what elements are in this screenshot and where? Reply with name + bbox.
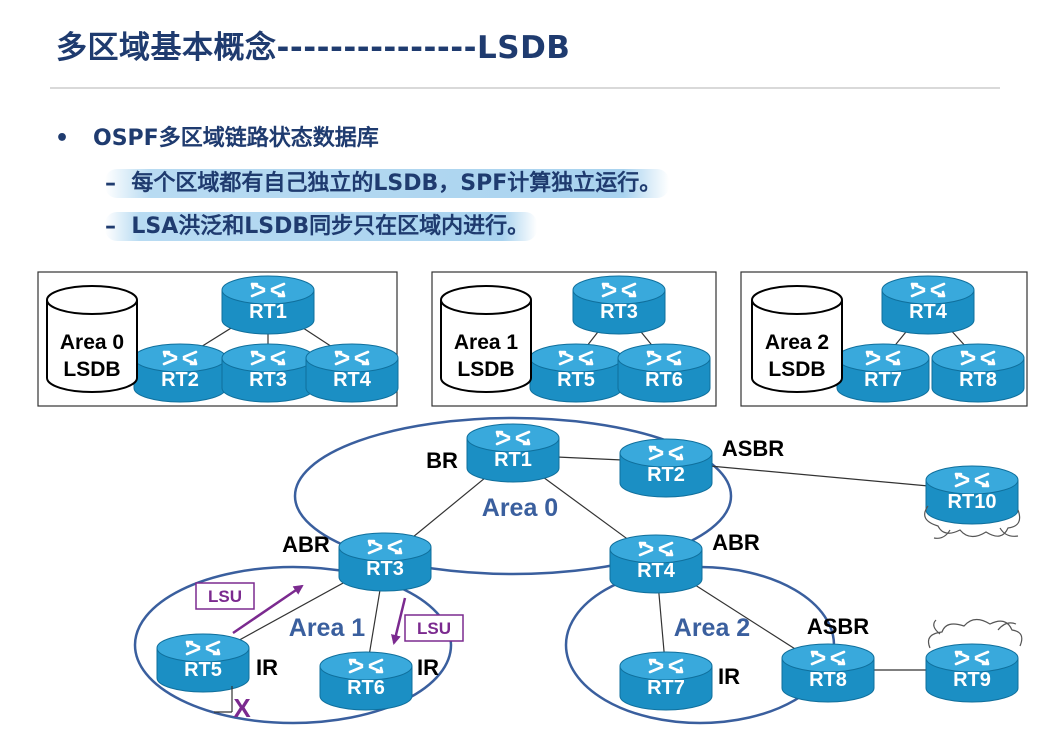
router-rt2: RT2 — [619, 438, 713, 498]
lsdb-area1-label: Area 1 — [454, 331, 519, 354]
area1-boundary — [133, 565, 453, 725]
router-label: RT4 — [637, 560, 676, 582]
role-asbr-rt8: ASBR — [807, 614, 869, 639]
area2-label: Area 2 — [674, 614, 750, 642]
router-rt5: RT5 — [156, 633, 250, 693]
area1-label: Area 1 — [289, 614, 366, 642]
lsdb-database-area2: Area 2 LSDB — [751, 285, 843, 393]
sub-point-2-text: LSA洪泛和LSDB同步只在区域内进行。 — [131, 214, 530, 239]
lsdb-area0-sublabel: LSDB — [63, 358, 120, 381]
role-ir-rt7: IR — [718, 664, 740, 689]
sub-marker: – — [105, 171, 116, 196]
router-label: RT1 — [249, 301, 287, 323]
role-abr-rt3: ABR — [282, 532, 330, 557]
router-rt6: RT6 — [617, 343, 711, 403]
role-asbr-rt2: ASBR — [722, 436, 784, 461]
router-label: RT8 — [959, 369, 997, 391]
sub-point-1-text: 每个区域都有自己独立的LSDB，SPF计算独立运行。 — [131, 171, 662, 196]
router-label: RT7 — [864, 369, 902, 391]
failure-x: X — [233, 693, 251, 723]
external-cloud-rt9 — [927, 618, 1023, 649]
router-rt8: RT8 — [781, 643, 875, 703]
lsu-arrow-to-rt6 — [391, 597, 407, 645]
router-label: RT5 — [557, 369, 595, 391]
router-rt4: RT4 — [881, 275, 975, 335]
lsdb-database-area0: Area 0 LSDB — [46, 285, 138, 393]
lsu-arrow-to-rt3 — [232, 584, 304, 635]
router-rt1: RT1 — [221, 275, 315, 335]
lsdb-area1-sublabel: LSDB — [457, 358, 514, 381]
router-label: RT6 — [347, 677, 385, 699]
bullet-marker: • — [55, 126, 70, 151]
router-rt9: RT9 — [925, 643, 1019, 703]
lsu-box-1: LSU — [195, 582, 255, 610]
router-rt5: RT5 — [529, 343, 623, 403]
router-label: RT1 — [494, 449, 532, 471]
main-bullet: • OSPF多区域链路状态数据库 — [55, 120, 379, 152]
link-failure-mark: X — [214, 686, 251, 723]
router-rt3: RT3 — [221, 343, 315, 403]
router-label: RT10 — [948, 491, 997, 513]
router-rt6: RT6 — [319, 651, 413, 711]
lsu-label-1: LSU — [208, 587, 242, 606]
router-rt3: RT3 — [572, 275, 666, 335]
page-title: 多区域基本概念---------------LSDB — [56, 30, 571, 66]
router-label: RT4 — [333, 369, 372, 391]
router-rt1: RT1 — [466, 423, 560, 483]
router-label: RT5 — [184, 659, 222, 681]
role-ir-rt5: IR — [256, 655, 278, 680]
router-rt7: RT7 — [836, 343, 930, 403]
sub-point-2: – LSA洪泛和LSDB同步只在区域内进行。 — [105, 208, 538, 241]
lsdb-area0-label: Area 0 — [60, 331, 124, 354]
router-label: RT8 — [809, 669, 847, 691]
router-label: RT6 — [645, 369, 683, 391]
role-abr-rt4: ABR — [712, 530, 760, 555]
lsdb-database-area1: Area 1 LSDB — [440, 285, 532, 393]
lsu-box-2: LSU — [404, 614, 464, 642]
router-rt4: RT4 — [305, 343, 399, 403]
lsdb-area2-sublabel: LSDB — [768, 358, 825, 381]
area0-label: Area 0 — [482, 494, 558, 522]
router-rt4: RT4 — [609, 534, 703, 594]
role-br: BR — [426, 448, 458, 473]
router-rt10: RT10 — [925, 465, 1019, 525]
lsdb-area2-label: Area 2 — [765, 331, 829, 354]
router-rt3: RT3 — [338, 532, 432, 592]
router-rt8: RT8 — [931, 343, 1025, 403]
bullet-text: OSPF多区域链路状态数据库 — [93, 126, 379, 151]
router-label: RT2 — [647, 464, 685, 486]
role-ir-rt6: IR — [417, 655, 439, 680]
router-label: RT7 — [647, 677, 685, 699]
external-cloud-rt10 — [924, 505, 1021, 539]
title-divider — [50, 87, 1000, 89]
router-label: RT3 — [366, 558, 404, 580]
sub-marker: – — [105, 214, 116, 239]
router-label: RT3 — [249, 369, 287, 391]
lsu-label-2: LSU — [417, 619, 451, 638]
router-rt2: RT2 — [133, 343, 227, 403]
router-label: RT4 — [909, 301, 948, 323]
router-label: RT3 — [600, 301, 638, 323]
router-label: RT2 — [161, 369, 199, 391]
router-label: RT9 — [953, 669, 991, 691]
sub-point-1: – 每个区域都有自己独立的LSDB，SPF计算独立运行。 — [105, 165, 670, 198]
area0-boundary — [293, 416, 733, 576]
router-rt7: RT7 — [619, 651, 713, 711]
